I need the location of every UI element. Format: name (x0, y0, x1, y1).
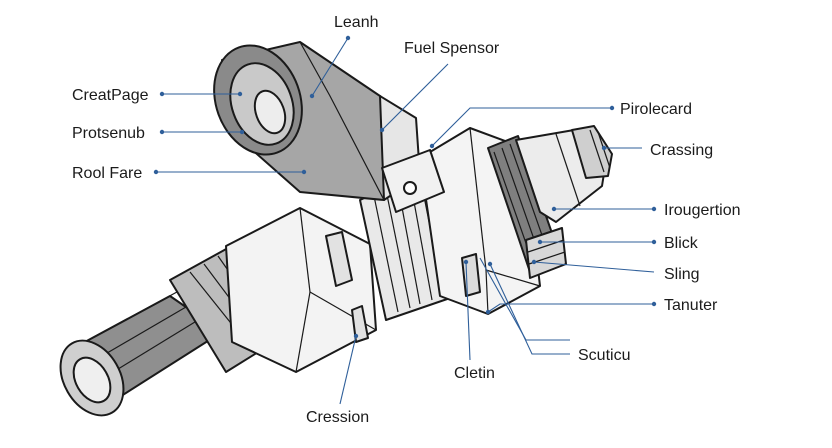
label-creatpage: CreatPage (72, 87, 149, 104)
label-tanuter: Tanuter (664, 297, 718, 314)
label-leanh: Leanh (334, 14, 379, 31)
label-irougertion: Irougertion (664, 202, 741, 219)
label-rool-fare: Rool Fare (72, 165, 142, 182)
label-sling: Sling (664, 266, 700, 283)
label-scuticu: Scuticu (578, 347, 630, 364)
hex-nut-left (225, 207, 377, 373)
collar-rings (525, 227, 567, 279)
end-sleeve (59, 285, 223, 417)
label-cression: Cression (306, 409, 369, 426)
label-pirolecard: Pirolecard (620, 101, 692, 118)
label-fuel-spensor: Fuel Spensor (404, 40, 500, 57)
label-crassing: Crassing (650, 142, 713, 159)
leader-lines (153, 35, 657, 405)
part-labels: Leanh Fuel Spensor CreatPage Protsenub R… (72, 14, 741, 426)
label-blick: Blick (664, 235, 699, 252)
cap-connector (381, 149, 445, 213)
tapered-nozzle (515, 125, 613, 223)
label-protsenub: Protsenub (72, 125, 145, 142)
label-cletin: Cletin (454, 365, 495, 382)
